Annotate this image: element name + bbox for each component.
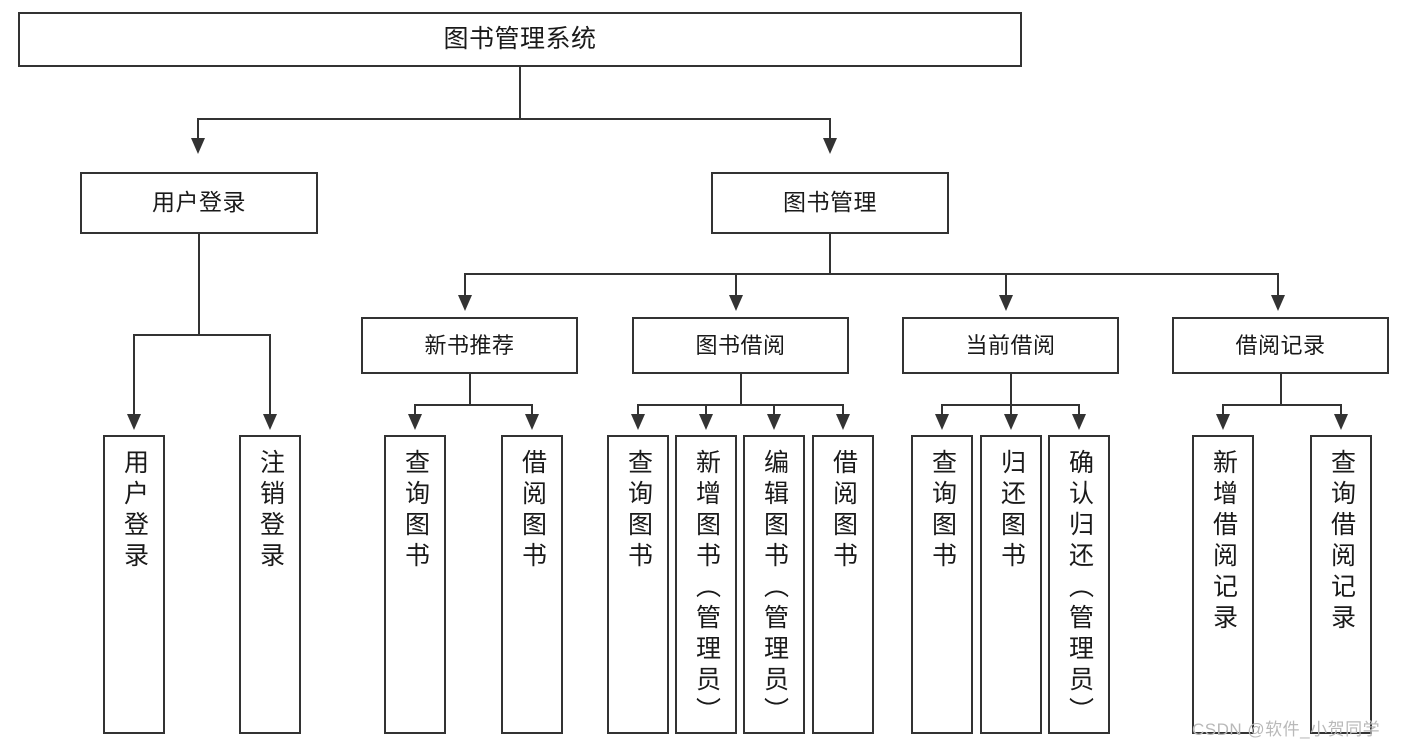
connector-root-split-bar xyxy=(197,118,831,120)
node-label: 查询图书 xyxy=(928,449,957,573)
node-current-borrow[interactable]: 当前借阅 xyxy=(902,317,1119,374)
node-new-book-recommend[interactable]: 新书推荐 xyxy=(361,317,578,374)
node-label: 图书借阅 xyxy=(695,332,786,358)
connector-nbr-leaf-1 xyxy=(414,404,416,416)
node-label: 查询借阅记录 xyxy=(1327,449,1356,635)
node-label: 借阅图书 xyxy=(829,449,858,573)
arrow-bb-leaf-2 xyxy=(699,414,713,430)
connector-to-book-borrow xyxy=(735,273,737,297)
node-label: 借阅记录 xyxy=(1235,332,1326,358)
connector-to-user-login xyxy=(197,118,199,140)
leaf-cb-confirm-return-admin[interactable]: 确认归还（管理员） xyxy=(1048,435,1110,734)
node-label: 注销登录 xyxy=(256,449,285,573)
node-label: 借阅图书 xyxy=(518,449,547,573)
connector-bb-leaf-1 xyxy=(637,404,639,416)
arrow-to-book-borrow xyxy=(729,295,743,311)
node-book-management[interactable]: 图书管理 xyxy=(711,172,949,234)
leaf-br-query-record[interactable]: 查询借阅记录 xyxy=(1310,435,1372,734)
node-label: 编辑图书（管理员） xyxy=(760,449,789,728)
node-label: 图书管理系统 xyxy=(443,24,597,53)
node-label: 归还图书 xyxy=(997,449,1026,573)
connector-user-login-split-bar xyxy=(133,334,271,336)
connector-user-login-stem xyxy=(198,234,200,334)
leaf-bb-add-book-admin[interactable]: 新增图书（管理员） xyxy=(675,435,737,734)
node-label: 用户登录 xyxy=(152,189,246,216)
node-user-login[interactable]: 用户登录 xyxy=(80,172,318,234)
connector-br-leaf-2 xyxy=(1340,404,1342,416)
leaf-user-login-login[interactable]: 用户登录 xyxy=(103,435,165,734)
arrow-bb-leaf-4 xyxy=(836,414,850,430)
arrow-br-leaf-2 xyxy=(1334,414,1348,430)
connector-bb-leaf-4 xyxy=(842,404,844,416)
leaf-cb-query-book[interactable]: 查询图书 xyxy=(911,435,973,734)
connector-user-login-leaf-2 xyxy=(269,334,271,416)
arrow-nbr-leaf-1 xyxy=(408,414,422,430)
connector-nbr-leaf-2 xyxy=(531,404,533,416)
connector-borrow-record-split-bar xyxy=(1222,404,1341,406)
arrow-br-leaf-1 xyxy=(1216,414,1230,430)
leaf-br-add-record[interactable]: 新增借阅记录 xyxy=(1192,435,1254,734)
arrow-bb-leaf-1 xyxy=(631,414,645,430)
connector-to-new-book-recommend xyxy=(464,273,466,297)
arrow-to-new-book-recommend xyxy=(458,295,472,311)
connector-level3-split-bar xyxy=(464,273,1279,275)
node-label: 查询图书 xyxy=(624,449,653,573)
arrow-cb-leaf-3 xyxy=(1072,414,1086,430)
connector-new-book-recommend-split-bar xyxy=(414,404,533,406)
arrow-to-current-borrow xyxy=(999,295,1013,311)
connector-new-book-recommend-stem xyxy=(469,374,471,404)
connector-br-leaf-1 xyxy=(1222,404,1224,416)
node-label: 新书推荐 xyxy=(424,332,515,358)
connector-bb-leaf-2 xyxy=(705,404,707,416)
node-label: 新增图书（管理员） xyxy=(692,449,721,728)
leaf-bb-borrow-book[interactable]: 借阅图书 xyxy=(812,435,874,734)
node-borrow-record[interactable]: 借阅记录 xyxy=(1172,317,1389,374)
connector-book-borrow-split-bar xyxy=(637,404,844,406)
connector-to-book-management xyxy=(829,118,831,140)
connector-to-borrow-record xyxy=(1277,273,1279,297)
arrow-to-user-login xyxy=(191,138,205,154)
leaf-bb-query-book[interactable]: 查询图书 xyxy=(607,435,669,734)
connector-bb-leaf-3 xyxy=(773,404,775,416)
arrow-nbr-leaf-2 xyxy=(525,414,539,430)
node-label: 当前借阅 xyxy=(965,332,1056,358)
connector-root-stem xyxy=(519,67,521,118)
arrow-to-borrow-record xyxy=(1271,295,1285,311)
connector-book-management-stem xyxy=(829,234,831,273)
node-label: 查询图书 xyxy=(401,449,430,573)
connector-cb-leaf-1 xyxy=(941,404,943,416)
arrow-to-book-management xyxy=(823,138,837,154)
arrow-user-login-leaf-2 xyxy=(263,414,277,430)
connector-current-borrow-stem xyxy=(1010,374,1012,404)
arrow-user-login-leaf-1 xyxy=(127,414,141,430)
connector-user-login-leaf-1 xyxy=(133,334,135,416)
connector-borrow-record-stem xyxy=(1280,374,1282,404)
leaf-nbr-query-book[interactable]: 查询图书 xyxy=(384,435,446,734)
arrow-cb-leaf-1 xyxy=(935,414,949,430)
node-root-book-management-system[interactable]: 图书管理系统 xyxy=(18,12,1022,67)
node-label: 图书管理 xyxy=(783,189,877,216)
connector-cb-leaf-2 xyxy=(1010,404,1012,416)
connector-cb-leaf-3 xyxy=(1078,404,1080,416)
arrow-cb-leaf-2 xyxy=(1004,414,1018,430)
node-label: 确认归还（管理员） xyxy=(1065,449,1094,728)
leaf-bb-edit-book-admin[interactable]: 编辑图书（管理员） xyxy=(743,435,805,734)
csdn-watermark: CSDN @软件_小贺同学 xyxy=(1192,720,1381,739)
leaf-user-login-logout[interactable]: 注销登录 xyxy=(239,435,301,734)
connector-book-borrow-stem xyxy=(740,374,742,404)
leaf-cb-return-book[interactable]: 归还图书 xyxy=(980,435,1042,734)
leaf-nbr-borrow-book[interactable]: 借阅图书 xyxy=(501,435,563,734)
connector-to-current-borrow xyxy=(1005,273,1007,297)
node-book-borrow[interactable]: 图书借阅 xyxy=(632,317,849,374)
arrow-bb-leaf-3 xyxy=(767,414,781,430)
node-label: 用户登录 xyxy=(120,449,149,573)
node-label: 新增借阅记录 xyxy=(1209,449,1238,635)
